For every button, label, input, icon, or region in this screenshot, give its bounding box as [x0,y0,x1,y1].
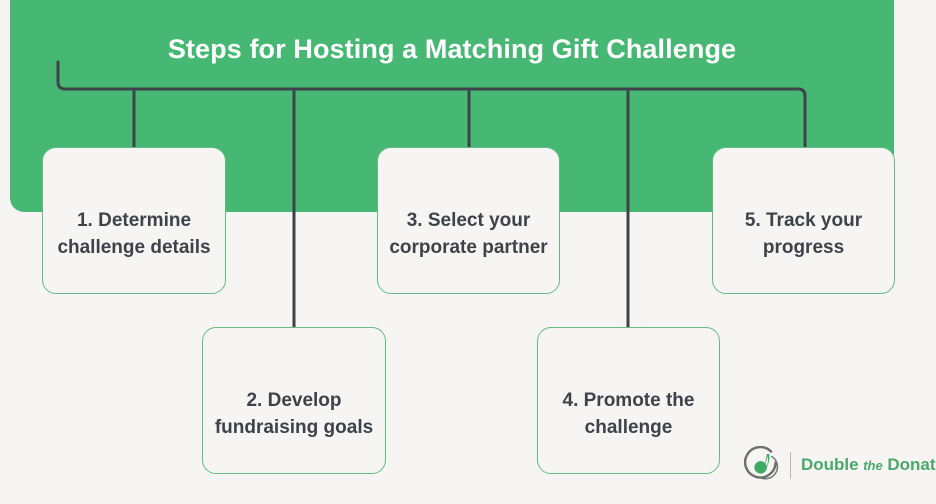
step-card-5-label: 5. Track your progress [744,210,863,258]
step-card-5[interactable]: 5. Track your progress [712,147,895,294]
step-card-1-label: 1. Determine challenge details [57,210,211,258]
logo-word-double: Double [801,455,859,474]
step-card-2-label: 2. Develop fundraising goals [214,390,374,438]
logo-wordmark: Double the Donation [801,455,936,475]
step-card-2[interactable]: 2. Develop fundraising goals [202,327,386,474]
logo-word-donation: Donation [887,455,936,474]
double-the-donation-circle-mark [744,446,779,480]
step-card-4[interactable]: 4. Promote the challenge [537,327,720,474]
step-card-3[interactable]: 3. Select your corporate partner [377,147,560,294]
step-card-1[interactable]: 1. Determine challenge details [42,147,226,294]
step-card-3-label: 3. Select your corporate partner [389,210,548,258]
step-card-4-label: 4. Promote the challenge [562,390,695,438]
logo-word-the: the [859,458,887,473]
brand-logo: Double the Donation [744,444,936,486]
page-title: Steps for Hosting a Matching Gift Challe… [167,34,737,64]
logo-divider [790,451,791,479]
